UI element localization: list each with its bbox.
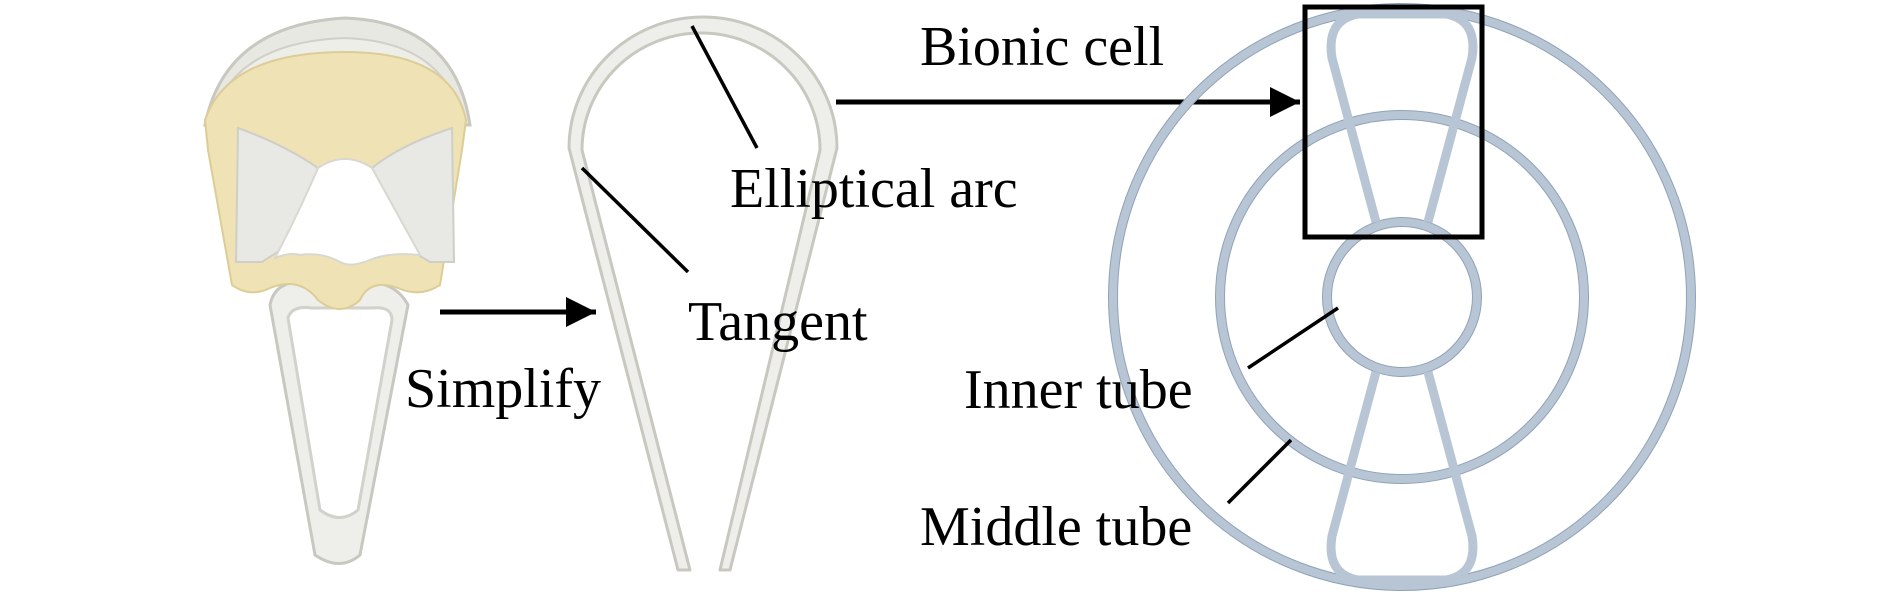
outer-tube-edge-in <box>1117 12 1687 582</box>
bottom-bionic-cell <box>1326 370 1478 585</box>
middle-tube-leader <box>1226 438 1293 505</box>
bionic-cell-highlight-box <box>1302 4 1485 240</box>
simplify-label: Simplify <box>405 358 601 420</box>
inner-tube-edge-out <box>1322 217 1482 377</box>
tangent-label: Tangent <box>688 291 868 353</box>
middle-tube-edge-out <box>1215 110 1589 484</box>
middle-tube-edge-in <box>1224 119 1580 475</box>
tube-cross-section <box>1108 3 1696 591</box>
elliptical-arc-label: Elliptical arc <box>730 158 1018 220</box>
top-bionic-cell <box>1326 9 1478 224</box>
inner-tube <box>1322 217 1482 377</box>
bionic-cell-label: Bionic cell <box>920 16 1164 78</box>
outer-tube <box>1108 3 1696 591</box>
inner-tube-edge-in <box>1331 226 1473 368</box>
simplified-cell-shape <box>567 15 839 572</box>
inner-tube-leader <box>1247 306 1339 370</box>
middle-tube-label: Middle tube <box>920 496 1192 558</box>
elliptical-arc-leader <box>690 25 759 149</box>
simplified-cell <box>567 15 839 572</box>
tangent-leader <box>580 166 690 274</box>
outer-tube-edge-out <box>1108 3 1696 591</box>
lower-cell-inner <box>286 306 394 519</box>
central-cavity <box>272 158 422 266</box>
inner-tube-label: Inner tube <box>964 359 1193 421</box>
middle-tube <box>1215 110 1589 484</box>
original-structure-illustration <box>203 16 472 565</box>
